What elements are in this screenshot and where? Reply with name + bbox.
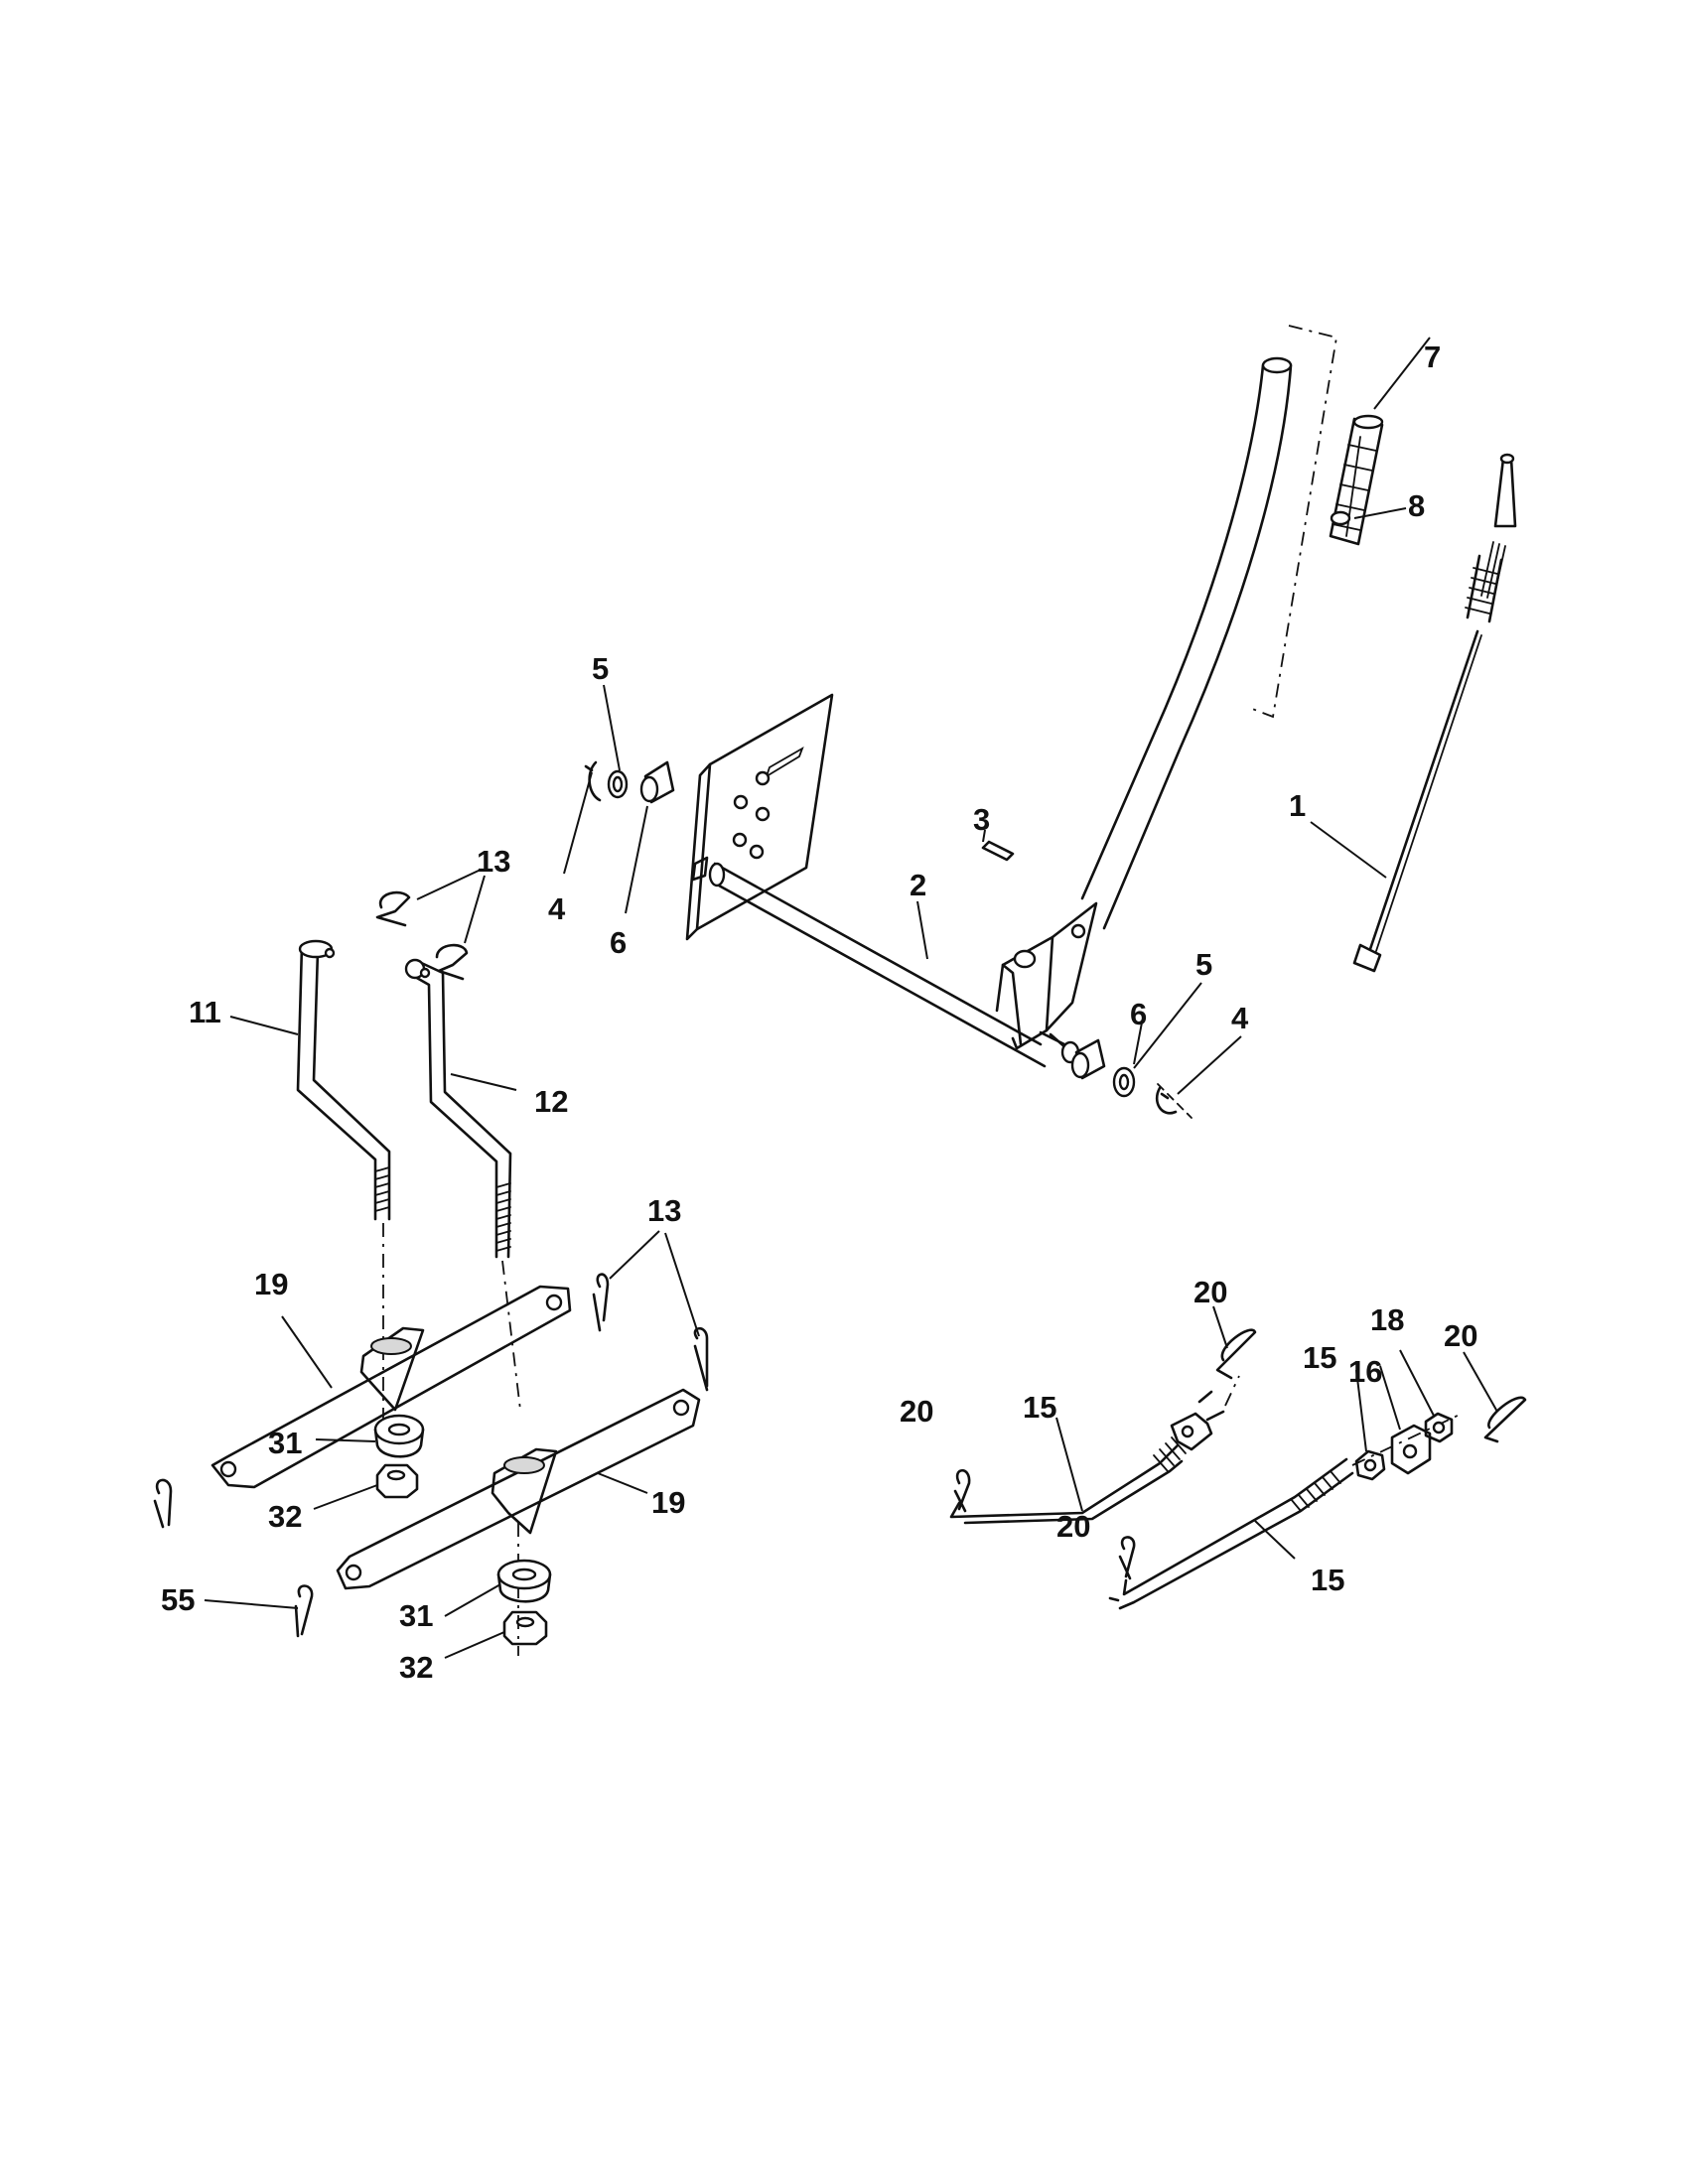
lift-arm-lower bbox=[336, 1388, 701, 1590]
callout-31-lower: 31 bbox=[399, 1598, 433, 1633]
nut-32-lower bbox=[502, 1610, 548, 1646]
callout-5-left: 5 bbox=[592, 651, 609, 686]
spacer-31-lower bbox=[496, 1559, 552, 1603]
mounting-plate bbox=[685, 693, 834, 941]
callout-20-lower: 20 bbox=[1056, 1509, 1090, 1544]
lift-arm-upper bbox=[210, 1285, 572, 1489]
callout-31-upper: 31 bbox=[268, 1426, 302, 1460]
spacer-31-upper bbox=[373, 1414, 425, 1458]
callout-2: 2 bbox=[910, 868, 926, 902]
draft-rod-upper bbox=[949, 1375, 1240, 1525]
jam-nut-16 bbox=[1354, 1449, 1386, 1481]
callout-4-left: 4 bbox=[548, 891, 566, 926]
callout-15-lower: 15 bbox=[1311, 1563, 1344, 1597]
callout-16: 15 bbox=[1303, 1340, 1336, 1375]
callout-8: 8 bbox=[1408, 488, 1425, 523]
hairpin-clips-upper bbox=[375, 890, 469, 981]
draft-rod-lower bbox=[1108, 1413, 1463, 1610]
roll-pin bbox=[981, 840, 1015, 862]
callout-20-top: 20 bbox=[1193, 1275, 1227, 1309]
callout-4-right: 4 bbox=[1231, 1001, 1249, 1035]
nut-32-upper bbox=[375, 1463, 419, 1499]
handle-cap bbox=[1330, 510, 1351, 526]
callout-labels: 7 8 1 3 2 5 4 6 6 5 4 13 11 12 13 19 19 … bbox=[161, 340, 1477, 1685]
callout-55: 55 bbox=[161, 1582, 195, 1617]
callout-6-left: 6 bbox=[610, 925, 627, 960]
spring-rod bbox=[1352, 453, 1517, 973]
callout-6-right: 6 bbox=[1130, 997, 1147, 1031]
callout-18: 18 bbox=[1370, 1302, 1404, 1337]
callout-19-upper: 19 bbox=[254, 1267, 288, 1301]
nut-18 bbox=[1424, 1412, 1454, 1443]
callout-20-right: 20 bbox=[1444, 1318, 1477, 1353]
callout-13-lower: 13 bbox=[647, 1193, 681, 1228]
callout-32-lower: 32 bbox=[399, 1650, 433, 1685]
hairpin-clips-55 bbox=[153, 1478, 314, 1638]
lift-link-12 bbox=[404, 958, 521, 1656]
callout-19-lower: 19 bbox=[651, 1485, 685, 1520]
lift-link-11 bbox=[296, 939, 391, 1420]
handle-grip bbox=[1329, 414, 1384, 546]
callout-15-upper: 15 bbox=[1023, 1390, 1056, 1425]
callout-17: 16 bbox=[1348, 1354, 1382, 1389]
right-shaft-hardware bbox=[1070, 1038, 1193, 1119]
callout-20-left: 20 bbox=[900, 1394, 933, 1429]
callout-1: 1 bbox=[1289, 788, 1306, 823]
callout-12: 12 bbox=[534, 1084, 568, 1119]
cross-shaft bbox=[691, 856, 1098, 1068]
left-shaft-hardware bbox=[584, 760, 675, 804]
callout-leaders bbox=[204, 337, 1498, 1659]
lift-handle bbox=[1080, 325, 1338, 930]
callout-5-right: 5 bbox=[1195, 947, 1212, 982]
callout-3: 3 bbox=[973, 802, 990, 837]
callout-32-upper: 32 bbox=[268, 1499, 302, 1534]
callout-7: 7 bbox=[1424, 340, 1441, 374]
swivel-17 bbox=[1390, 1424, 1432, 1475]
callout-13-upper: 13 bbox=[477, 844, 510, 879]
hairpin-clips-20 bbox=[953, 1328, 1527, 1580]
callout-11: 11 bbox=[189, 995, 221, 1029]
hairpin-clips-lower bbox=[592, 1273, 709, 1392]
